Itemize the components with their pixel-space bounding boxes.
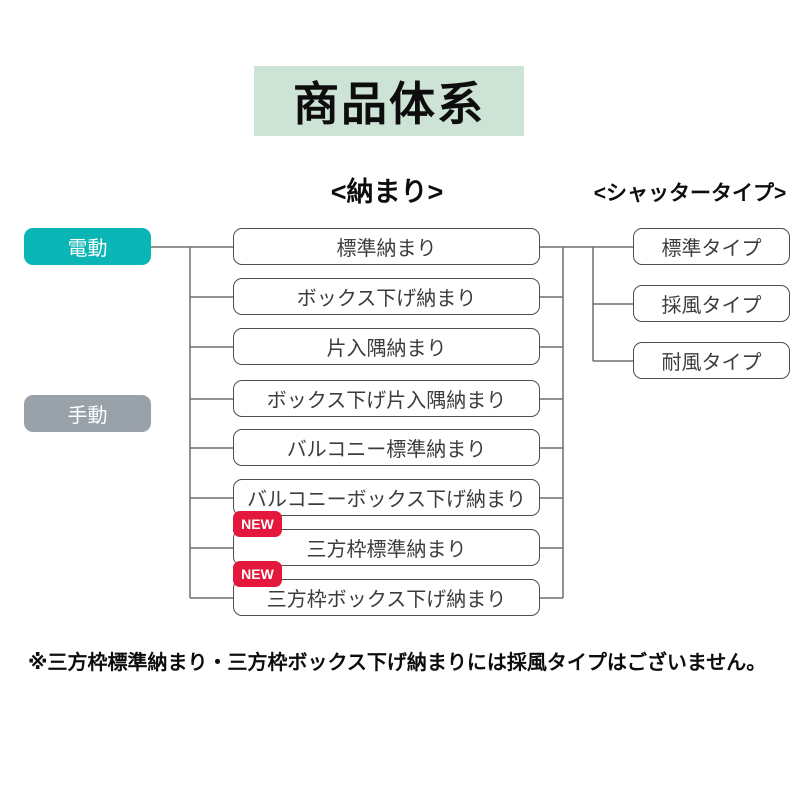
- installation-node-balcony-box-lowered: バルコニーボックス下げ納まり: [233, 479, 540, 516]
- installation-node-label: 三方枠ボックス下げ納まり: [266, 589, 507, 611]
- new-badge: NEW: [233, 511, 282, 537]
- installation-node-balcony-standard: バルコニー標準納まり: [233, 429, 540, 466]
- footnote: ※三方枠標準納まり・三方枠ボックス下げ納まりには採風タイプはございません。: [28, 652, 767, 674]
- new-badge: NEW: [233, 561, 282, 587]
- drive-button-manual: 手動: [24, 395, 151, 432]
- shutter-type-node-standard: 標準タイプ: [633, 228, 790, 265]
- drive-button-electric: 電動: [24, 228, 151, 265]
- installation-node-standard: 標準納まり: [233, 228, 540, 265]
- shutter-type-node-ventilation: 採風タイプ: [633, 285, 790, 322]
- installation-node-box-lowered: ボックス下げ納まり: [233, 278, 540, 315]
- column-header-shutter-type: <シャッタータイプ>: [593, 182, 787, 205]
- installation-node-three-side-frame-box-lowered: NEW 三方枠ボックス下げ納まり: [233, 561, 540, 616]
- shutter-type-node-wind-resistant: 耐風タイプ: [633, 342, 790, 379]
- installation-node-box-lowered-inside-corner: ボックス下げ片入隅納まり: [233, 380, 540, 417]
- installation-node-label: 三方枠標準納まり: [306, 539, 467, 561]
- installation-node-three-side-frame-standard: NEW 三方枠標準納まり: [233, 511, 540, 566]
- column-header-installation: <納まり>: [330, 177, 444, 207]
- installation-node-inside-corner: 片入隅納まり: [233, 328, 540, 365]
- page-title: 商品体系: [254, 66, 524, 136]
